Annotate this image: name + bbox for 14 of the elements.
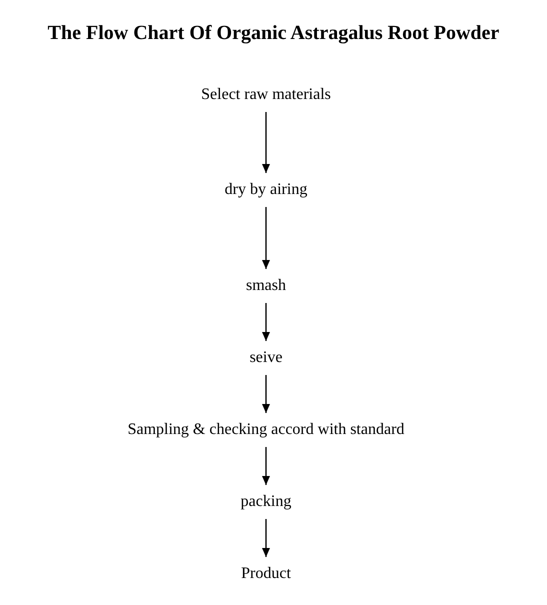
step-label: seive [250, 347, 282, 369]
step-label: packing [240, 491, 292, 513]
arrow [262, 303, 270, 341]
step-label: Product [241, 563, 291, 585]
arrow [262, 447, 270, 485]
step-label: smash [246, 275, 286, 297]
arrow [262, 375, 270, 413]
step-label: Sampling & checking accord with standard [128, 419, 404, 441]
arrow [262, 519, 270, 557]
arrow [262, 207, 270, 269]
chart-title: The Flow Chart Of Organic Astragalus Root Powder [46, 21, 500, 46]
step-label: Select raw materials [201, 84, 331, 106]
arrow [262, 112, 270, 173]
step-label: dry by airing [224, 179, 308, 201]
